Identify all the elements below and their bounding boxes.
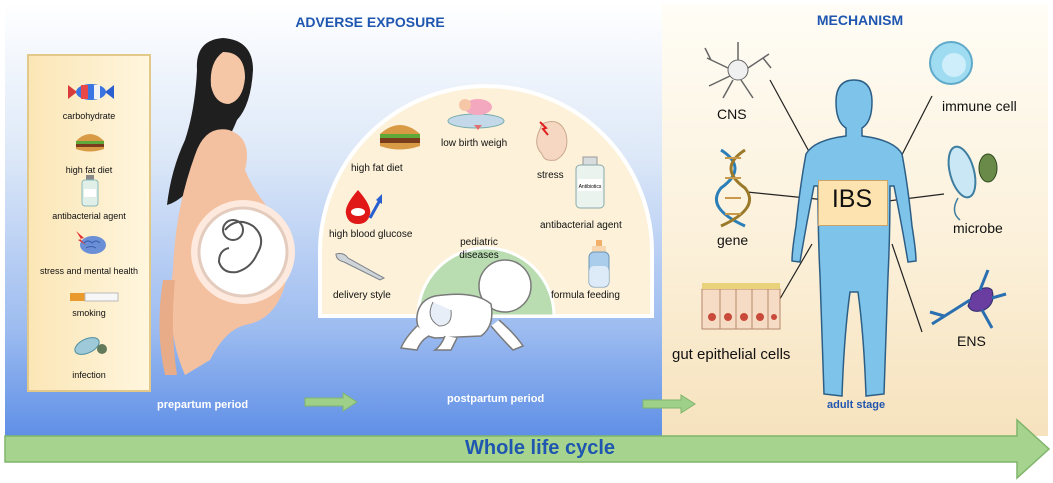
human-body-illustration [791, 79, 917, 397]
label-pediatric-diseases: pediatric diseases [459, 237, 499, 261]
adult-stage-label: adult stage [827, 399, 886, 411]
baby-bottle-icon [588, 240, 610, 288]
arrow-prepartum-to-postpartum [304, 392, 358, 412]
whole-life-cycle-arrow [4, 418, 1051, 480]
factor-infection: infection [72, 370, 106, 380]
factor-carbohydrate: carbohydrate [62, 111, 116, 121]
scalpel-icon [335, 253, 386, 281]
whole-life-cycle-label: Whole life cycle [464, 437, 616, 459]
label-microbe: microbe [953, 220, 1003, 236]
crawling-baby-illustration [399, 259, 532, 351]
label-immune-cell: immune cell [942, 98, 1017, 114]
immune-cell-icon [929, 41, 973, 85]
label-delivery-style: delivery style [333, 290, 391, 301]
label-high-fat-diet: high fat diet [351, 163, 403, 174]
enteric-neuron-icon [929, 269, 1007, 329]
ibs-label: IBS [831, 185, 873, 213]
factor-smoking: smoking [72, 308, 106, 318]
factor-high-fat-diet: high fat diet [65, 165, 113, 175]
cigarette-icon [70, 292, 119, 302]
microbe-bacteria-icon [947, 145, 998, 221]
prepartum-factor-box [27, 54, 151, 392]
label-formula-feeding: formula feeding [551, 290, 620, 301]
antibiotics-bottle-icon: Antibiotics [575, 156, 605, 209]
neuron-icon [704, 42, 772, 99]
label-gut-epithelial-cells: gut epithelial cells [672, 346, 791, 363]
factor-stress-mental-health: stress and mental health [39, 266, 139, 276]
adverse-exposure-header: ADVERSE EXPOSURE [295, 14, 445, 30]
arrow-postpartum-to-adult [642, 394, 696, 414]
postpartum-period-label: postpartum period [447, 393, 545, 405]
prepartum-period-label: prepartum period [157, 399, 249, 411]
brain-icon [76, 231, 106, 254]
dna-icon [715, 148, 751, 228]
baby-on-scale-icon [447, 99, 505, 130]
microbe-icon [74, 337, 107, 355]
label-antibacterial-agent: antibacterial agent [540, 220, 622, 231]
gut-epithelial-cells-icon [701, 283, 781, 330]
burger-icon [76, 134, 104, 152]
candy-icon [68, 84, 114, 100]
label-gene: gene [717, 232, 749, 248]
antibiotics-label: Antibiotics [579, 184, 602, 190]
ibs-box [818, 180, 888, 226]
antibacterial-bottle-icon [81, 175, 99, 207]
factor-antibacterial-agent: antibacterial agent [52, 211, 126, 221]
blood-drop-icon [345, 190, 382, 224]
pregnant-woman-illustration [159, 38, 295, 375]
stressed-head-icon [536, 121, 568, 161]
burger-icon-large [380, 125, 420, 150]
label-ens: ENS [957, 333, 986, 349]
label-cns: CNS [717, 106, 747, 122]
mechanism-header: MECHANISM [816, 12, 904, 28]
label-high-blood-glucose: high blood glucose [329, 229, 413, 240]
label-stress: stress [537, 170, 564, 181]
label-low-birth-weight: low birth weigh [441, 138, 508, 149]
